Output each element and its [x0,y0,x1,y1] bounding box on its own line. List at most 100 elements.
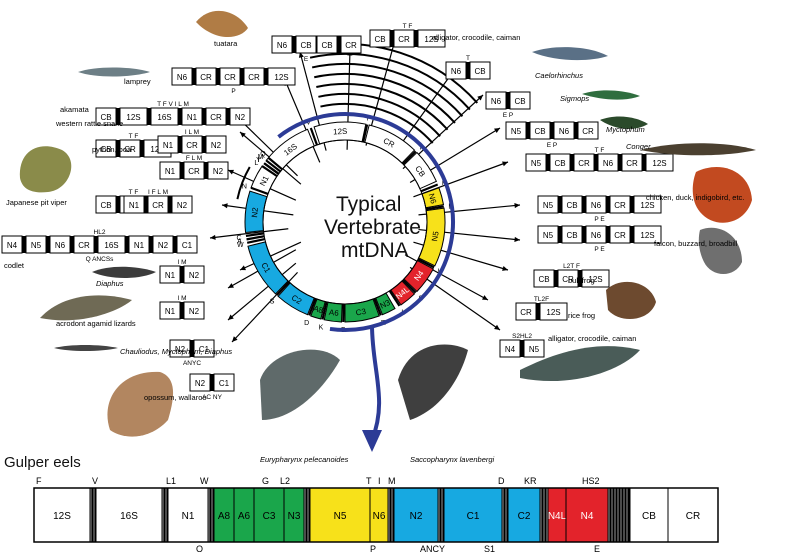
linear-segment-cr [667,487,719,543]
linear-segment-n2 [393,487,439,543]
fragment-gene-label: N1 [165,307,176,316]
lineage-arc [236,166,251,200]
arrow-line [227,262,297,321]
fragment-trna-bar [550,122,554,139]
linear-trna-bar [304,488,310,542]
fragment-gene-label: 16S [157,113,171,122]
fragment-trna-above: S2HL2 [512,333,532,340]
linear-top-label: L1 [166,476,176,486]
fragment-gene-label: N5 [543,201,554,210]
fragment-trna-bar [558,196,562,213]
species-label: falcon, buzzard, broadbill [654,239,738,248]
fragment-trna-bar [216,68,220,85]
fragment-gene-label: N5 [531,159,542,168]
fragment-gene-box [205,135,227,154]
circular-genome-map: 16S12SCRCBN6N5N4N4LN3C3A6A8C2C1N2N1VFTPE… [237,112,455,452]
fragment-trna-bar [526,122,530,139]
fragment-gene-label: CR [578,159,590,168]
linear-segment-label: N4 [581,511,594,522]
fragment-gene-label: N1 [134,241,145,250]
linear-trna-bar [388,488,394,542]
linear-segment-12s [33,487,91,543]
trna-label: M [258,154,264,161]
linear-trna-bar [438,488,444,542]
trna-label: L [254,160,258,167]
fragment-gene-box [183,301,205,320]
alligator-picture [520,346,640,382]
linear-top-label: KR [524,476,537,486]
trna-tick [420,183,439,193]
fragment-trna-bar [116,196,120,213]
blue-arrow-head [362,430,382,452]
fragment-gene-label: CR [614,201,626,210]
fragment-trna-bar [520,340,524,357]
fragment-gene-label: CR [520,308,532,317]
species-label: acrodont agamid lizards [56,319,136,328]
chauliodus-picture [54,345,118,351]
fragment-trna-bar [390,30,394,47]
trna-label: V [306,119,311,126]
trna-tick [263,162,280,175]
linear-top-label: M [388,476,396,486]
fragment-gene-label: N1 [165,271,176,280]
fragment-trna-bar [210,374,214,391]
linear-segment-label: A6 [238,511,251,522]
gulper-eels-title: Gulper eels [4,454,81,471]
trna-label: C [237,235,242,242]
fragment-gene-label: N5 [511,127,522,136]
fragment-gene-label: N2 [189,307,200,316]
fragment-gene-box [417,29,446,48]
linear-segment-label: C1 [467,511,480,522]
gene-label: 12S [333,127,348,137]
linear-top-label: I [378,476,381,486]
trna-tick [321,301,328,320]
linear-trna-bar [162,488,168,542]
fragment-trna-bar [630,226,634,243]
linear-segment-n4 [565,487,609,543]
animal-pictures [19,10,756,437]
fragment-gene-label: N2 [175,345,186,354]
fragment-gene-label: N1 [165,167,176,176]
fragment-gene-label: CR [78,241,90,250]
fragment-trna-below: E P [547,142,557,149]
fragment-trna-below: AC NY [202,394,223,401]
fragment-gene-label: N6 [591,201,602,210]
linear-segment-label: 12S [53,511,71,522]
linear-segment-label: N5 [334,511,347,522]
arrow-head [228,283,234,288]
linear-segment-c1 [443,487,503,543]
fragment-gene-label: CR [224,73,236,82]
fragment-gene-label: 12S [546,308,560,317]
trna-tick [402,279,417,294]
fragment-gene-box [509,91,531,110]
gene-label: N1 [258,174,271,188]
gene-label: N3 [379,298,393,311]
fragment-trna-bar [536,303,540,320]
linear-segment-label: A8 [218,511,231,522]
fragment-gene-label: 12S [126,113,140,122]
fragment-gene-label: 12S [640,231,654,240]
trna-tick [265,159,282,173]
species-label: Conger [626,142,651,151]
arrow-head [240,132,246,138]
bull-frog-picture [606,281,656,320]
fragment-trna-bar [180,162,184,179]
trna-tick [362,124,369,143]
fragment-gene-label: CR [345,41,357,50]
fragment-trna-bar [292,36,296,53]
species-label: Sigmops [560,94,589,103]
fragment-trna-below: P E [594,216,605,223]
fragment-trna-bar [116,108,120,125]
arrow-head [232,336,238,342]
chicken-picture [692,167,752,223]
linear-bottom-label: ANCY [420,544,445,552]
arrow-head [494,324,500,330]
myctophum-picture [600,116,648,129]
fragment-gene-box [207,161,229,180]
linear-top-label: T [366,476,372,486]
linear-bottom-label: P [370,544,376,552]
fragment-gene-label: CB [474,67,485,76]
fragment-gene-label: N2 [189,271,200,280]
fragment-gene-label: CR [200,73,212,82]
fragment-trna-bar [594,154,598,171]
